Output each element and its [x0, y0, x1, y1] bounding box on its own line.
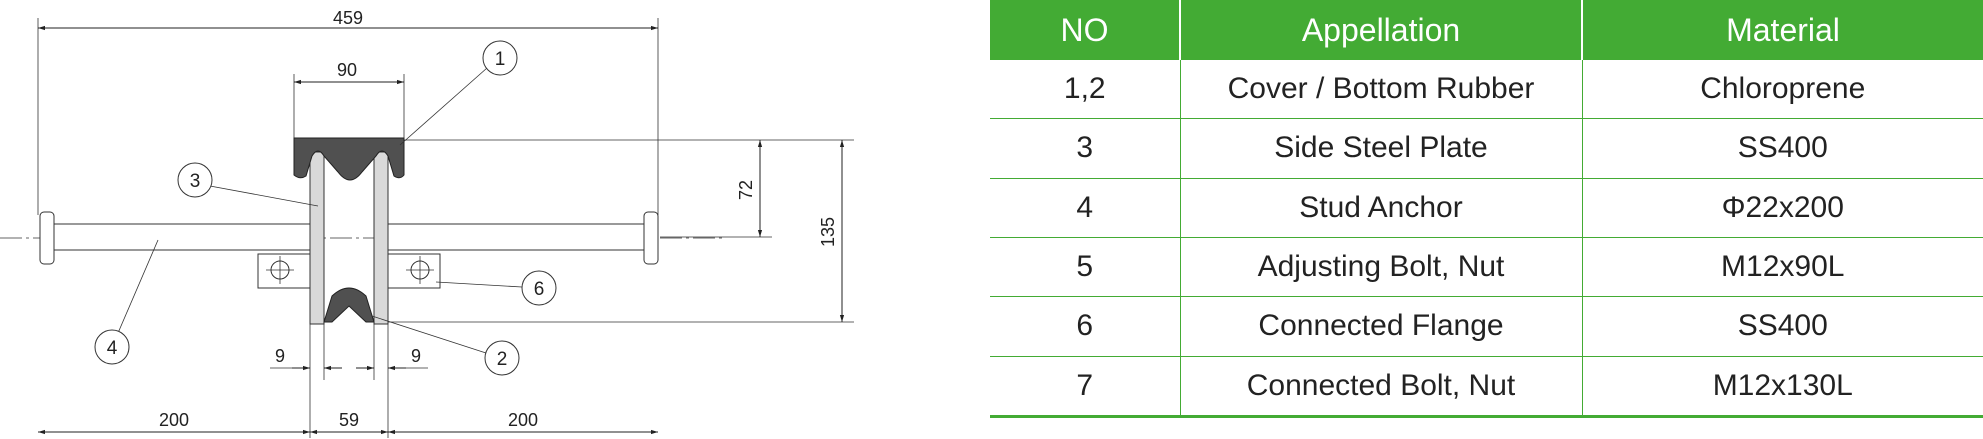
cell-material: SS400: [1582, 118, 1983, 179]
right-steel-plate: [373, 151, 389, 325]
cell-no: 5: [990, 237, 1181, 298]
header-material: Material: [1582, 0, 1983, 60]
header-no: NO: [990, 0, 1181, 60]
dimension-bottom-chain: 200 59 200: [38, 324, 658, 438]
callout-3: 3: [177, 162, 319, 207]
dimension-9-right-label: 9: [411, 346, 421, 366]
dimension-135-label: 135: [818, 217, 838, 247]
dimension-overall: 459: [37, 8, 659, 215]
cell-material: M12x90L: [1582, 237, 1983, 298]
dimension-200-left-label: 200: [159, 410, 189, 430]
dimension-plate-thickness: 9 9: [270, 324, 428, 380]
right-flange: [387, 253, 441, 289]
svg-text:3: 3: [190, 171, 201, 192]
table-row: 3 Side Steel Plate SS400: [990, 118, 1983, 179]
table-row: 1,2 Cover / Bottom Rubber Chloroprene: [990, 60, 1983, 120]
header-appellation: Appellation: [1180, 0, 1583, 60]
table-row: 4 Stud Anchor Φ22x200: [990, 178, 1983, 238]
cell-appellation: Adjusting Bolt, Nut: [1180, 237, 1583, 298]
table-row: 7 Connected Bolt, Nut M12x130L: [990, 356, 1983, 419]
cell-material: Φ22x200: [1582, 178, 1983, 238]
dimension-72-label: 72: [736, 180, 756, 200]
dimension-9-left-label: 9: [275, 346, 285, 366]
left-steel-plate: [309, 151, 325, 325]
cell-appellation: Cover / Bottom Rubber: [1180, 60, 1583, 120]
cell-no: 3: [990, 118, 1181, 179]
table-row: 6 Connected Flange SS400: [990, 296, 1983, 357]
cell-appellation: Connected Flange: [1180, 296, 1583, 357]
dimension-459-label: 459: [333, 8, 363, 28]
left-stud-anchor: [39, 211, 311, 265]
cover-rubber: [293, 137, 405, 181]
table-row: 5 Adjusting Bolt, Nut M12x90L: [990, 237, 1983, 298]
dimension-200-right-label: 200: [508, 410, 538, 430]
callout-6: 6: [435, 270, 557, 306]
cell-appellation: Stud Anchor: [1180, 178, 1583, 238]
svg-text:1: 1: [495, 49, 506, 70]
callout-2: 2: [371, 315, 520, 376]
svg-text:4: 4: [107, 338, 118, 359]
cell-material: Chloroprene: [1582, 60, 1983, 120]
callout-1: 1: [399, 40, 518, 146]
parts-material-table: NO Appellation Material 1,2 Cover / Bott…: [990, 0, 1983, 419]
cell-no: 4: [990, 178, 1181, 238]
left-flange: [257, 253, 311, 289]
cell-appellation: Connected Bolt, Nut: [1180, 356, 1583, 419]
cell-material: M12x130L: [1582, 356, 1983, 419]
dimension-height-total: 135: [388, 139, 854, 323]
dimension-height-upper: 72: [404, 139, 772, 238]
dimension-gap: 90: [293, 60, 405, 138]
svg-text:2: 2: [497, 349, 508, 370]
cell-material: SS400: [1582, 296, 1983, 357]
expansion-joint-drawing: 459 90 72: [0, 8, 854, 438]
bottom-rubber: [323, 287, 375, 323]
dimension-90-label: 90: [337, 60, 357, 80]
cell-no: 1,2: [990, 60, 1181, 120]
cell-no: 6: [990, 296, 1181, 357]
svg-text:6: 6: [534, 279, 545, 300]
table-header-row: NO Appellation Material: [990, 0, 1983, 60]
cell-appellation: Side Steel Plate: [1180, 118, 1583, 179]
callout-4: 4: [94, 239, 159, 365]
cell-no: 7: [990, 356, 1181, 419]
dimension-59-label: 59: [339, 410, 359, 430]
